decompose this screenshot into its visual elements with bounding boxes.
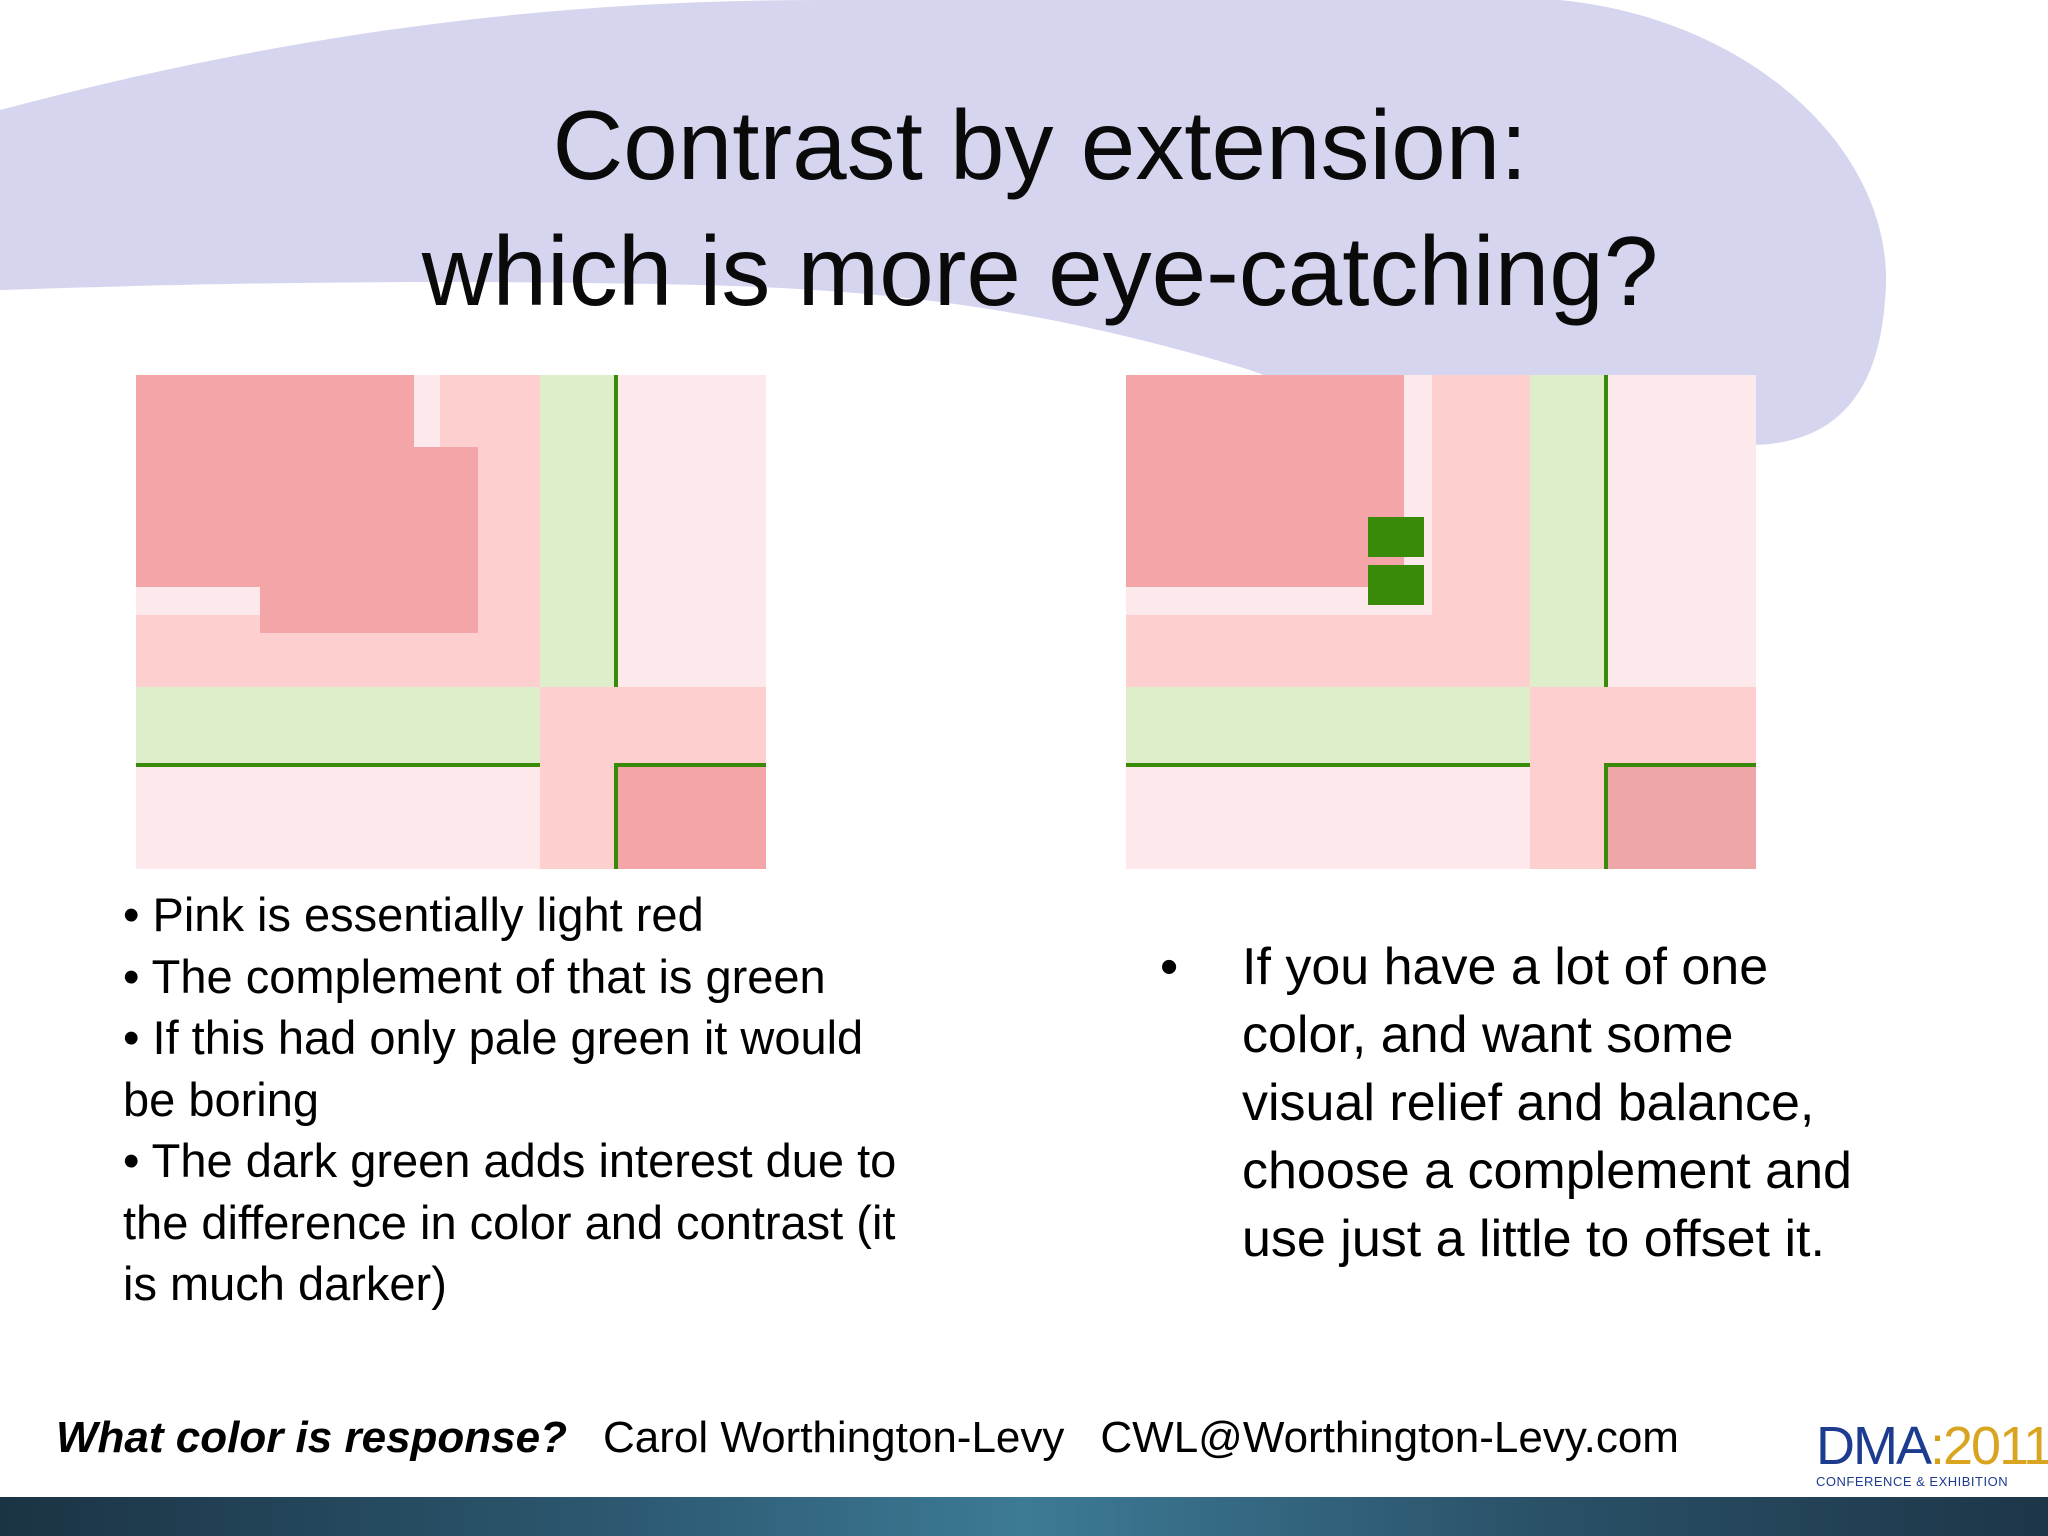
- dark-pink-block: [1126, 375, 1404, 587]
- pale-green-horizontal-band: [136, 687, 540, 763]
- left-bullet-3: • If this had only pale green it would b…: [123, 1011, 864, 1126]
- light-pink-top-right: [616, 375, 766, 687]
- right-bullet-text: If you have a lot of one color, and want…: [1242, 938, 1852, 1268]
- dark-green-horizontal-line: [1126, 763, 1530, 767]
- dark-pink-corner-square: [616, 765, 766, 869]
- logo-year: 2011: [1943, 1416, 2048, 1476]
- title-line-2: which is more eye-catching?: [421, 216, 1659, 326]
- footer-author: Carol Worthington-Levy: [602, 1413, 1065, 1462]
- dark-pink-block-mid: [414, 447, 478, 633]
- dma-2011-logo: DMA:2011 CONFERENCE & EXHIBITION: [1816, 1419, 2048, 1489]
- light-pink-bottom-left: [136, 765, 540, 869]
- dark-pink-corner-square: [1606, 765, 1756, 869]
- light-pink-strip: [136, 587, 260, 615]
- dark-green-vertical-line: [1604, 375, 1608, 687]
- logo-name: DMA: [1816, 1416, 1932, 1476]
- pale-green-horizontal-band: [1126, 687, 1530, 763]
- left-bullet-list: • Pink is essentially light red • The co…: [123, 884, 903, 1315]
- right-color-illustration: [1126, 375, 1756, 869]
- pale-green-vertical-band: [1530, 375, 1606, 687]
- dark-green-corner-horizontal: [614, 763, 766, 767]
- logo-separator: :: [1930, 1416, 1945, 1476]
- pale-green-vertical-band: [540, 375, 616, 687]
- dark-green-vertical-line: [614, 375, 618, 687]
- slide-footer: What color is response? Carol Worthington…: [56, 1408, 1679, 1468]
- bottom-decorative-bar: [0, 1497, 2048, 1536]
- light-pink-top-right: [1606, 375, 1756, 687]
- dark-green-corner-vertical: [614, 763, 618, 869]
- dark-green-small-square-top: [1368, 517, 1424, 557]
- slide-title: Contrast by extension: which is more eye…: [300, 82, 1780, 334]
- logo-subtitle: CONFERENCE & EXHIBITION: [1816, 1474, 2009, 1489]
- dark-green-corner-vertical: [1604, 763, 1608, 869]
- left-bullet-2: • The complement of that is green: [123, 949, 826, 1003]
- dark-green-corner-horizontal: [1604, 763, 1756, 767]
- footer-email: CWL@Worthington-Levy.com: [1100, 1413, 1679, 1462]
- left-bullet-1: • Pink is essentially light red: [123, 888, 704, 941]
- title-line-1: Contrast by extension:: [552, 90, 1528, 200]
- light-pink-bottom-left: [1126, 765, 1530, 869]
- light-pink-notch: [414, 375, 440, 447]
- background-swoosh: [0, 0, 1887, 446]
- left-bullet-4: • The dark green adds interest due to th…: [123, 1134, 897, 1310]
- left-color-illustration: [136, 375, 766, 869]
- dark-green-horizontal-line: [136, 763, 540, 767]
- right-bullet-glyph: •: [1160, 938, 1179, 996]
- dark-green-small-square-bottom: [1368, 565, 1424, 605]
- footer-question: What color is response?: [56, 1413, 567, 1462]
